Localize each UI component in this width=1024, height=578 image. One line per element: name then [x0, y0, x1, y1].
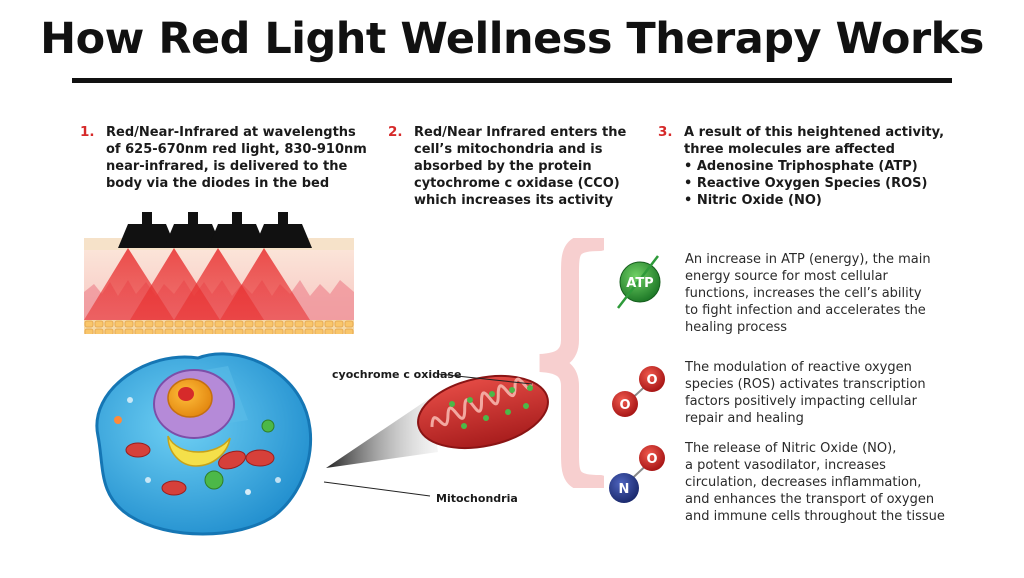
step-2-number: 2.: [388, 124, 403, 140]
ros-oxygen-icon: O O: [612, 366, 665, 417]
effect-line: and enhances the transport of oxygen: [685, 492, 935, 507]
mitochondrion-large-icon: [417, 375, 549, 449]
effect-line: factors positively impacting cellular: [685, 394, 917, 409]
step-1-number: 1.: [80, 124, 95, 140]
ros-atom-label: O: [619, 398, 630, 413]
cco-protein-dots: [449, 385, 533, 429]
curly-brace: [539, 238, 604, 488]
atp-icon-label: ATP: [626, 276, 653, 291]
title-underline: [72, 78, 952, 83]
effect-line: repair and healing: [685, 411, 804, 426]
effect-no-text: The release of Nitric Oxide (NO), a pote…: [685, 440, 945, 525]
step-1-line: Red/Near-Infrared at wavelengths: [106, 125, 356, 140]
effect-line: The release of Nitric Oxide (NO),: [685, 441, 897, 456]
cco-label: cyochrome c oxidase: [332, 368, 462, 381]
effect-line: energy source for most cellular: [685, 269, 888, 284]
cell-membrane: [95, 352, 313, 536]
step-3-line: • Reactive Oxygen Species (ROS): [684, 176, 928, 191]
effect-ros-text: The modulation of reactive oxygen specie…: [685, 359, 926, 427]
step-3-text: A result of this heightened activity, th…: [684, 124, 944, 209]
light-beams: [84, 248, 310, 320]
nitric-oxide-icon: O N: [609, 445, 665, 503]
step-3-line: • Nitric Oxide (NO): [684, 193, 822, 208]
no-atom-n-label: N: [619, 482, 630, 497]
step-3-line: three molecules are affected: [684, 142, 895, 157]
cco-leader-line: [437, 373, 533, 385]
page-title: How Red Light Wellness Therapy Works: [40, 14, 984, 64]
step-2-line: absorbed by the protein: [414, 159, 592, 174]
effect-line: circulation, decreases inflammation,: [685, 475, 922, 490]
effect-line: The modulation of reactive oxygen: [685, 360, 912, 375]
light-bed-illustration: [84, 212, 354, 334]
step-2-line: cell’s mitochondria and is: [414, 142, 603, 157]
mitochondria-small-icon: [125, 442, 275, 496]
step-1-line: near-infrared, is delivered to the: [106, 159, 348, 174]
effect-atp-text: An increase in ATP (energy), the main en…: [685, 251, 931, 336]
effect-line: species (ROS) activates transcription: [685, 377, 926, 392]
step-2-line: Red/Near Infrared enters the: [414, 125, 627, 140]
step-1-line: body via the diodes in the bed: [106, 176, 330, 191]
effect-line: functions, increases the cell’s ability: [685, 286, 922, 301]
effect-line: and immune cells throughout the tissue: [685, 509, 945, 524]
effect-line: An increase in ATP (energy), the main: [685, 252, 931, 267]
effect-line: a potent vasodilator, increases: [685, 458, 886, 473]
zoom-cone: [326, 398, 438, 468]
step-3-number: 3.: [658, 124, 673, 140]
step-2-text: Red/Near Infrared enters the cell’s mito…: [414, 124, 626, 209]
diode-lamp-icon: [118, 212, 312, 248]
step-3-line: • Adenosine Triphosphate (ATP): [684, 159, 918, 174]
atp-icon: ATP: [617, 255, 661, 309]
mitochondria-leader-line: [323, 481, 431, 497]
step-2-line: which increases its activity: [414, 193, 614, 208]
ros-atom-label: O: [646, 373, 657, 388]
no-atom-o-label: O: [646, 452, 657, 467]
step-1-text: Red/Near-Infrared at wavelengths of 625-…: [106, 124, 367, 192]
step-1-line: of 625-670nm red light, 830-910nm: [106, 142, 367, 157]
effect-line: to fight infection and accelerates the: [685, 303, 926, 318]
step-2-line: cytochrome c oxidase (CCO): [414, 176, 620, 191]
cell-illustration: [95, 352, 313, 536]
effect-line: healing process: [685, 320, 788, 335]
nucleus-icon: [153, 369, 235, 439]
mitochondria-label: Mitochondria: [436, 492, 518, 505]
step-3-line: A result of this heightened activity,: [684, 125, 945, 140]
